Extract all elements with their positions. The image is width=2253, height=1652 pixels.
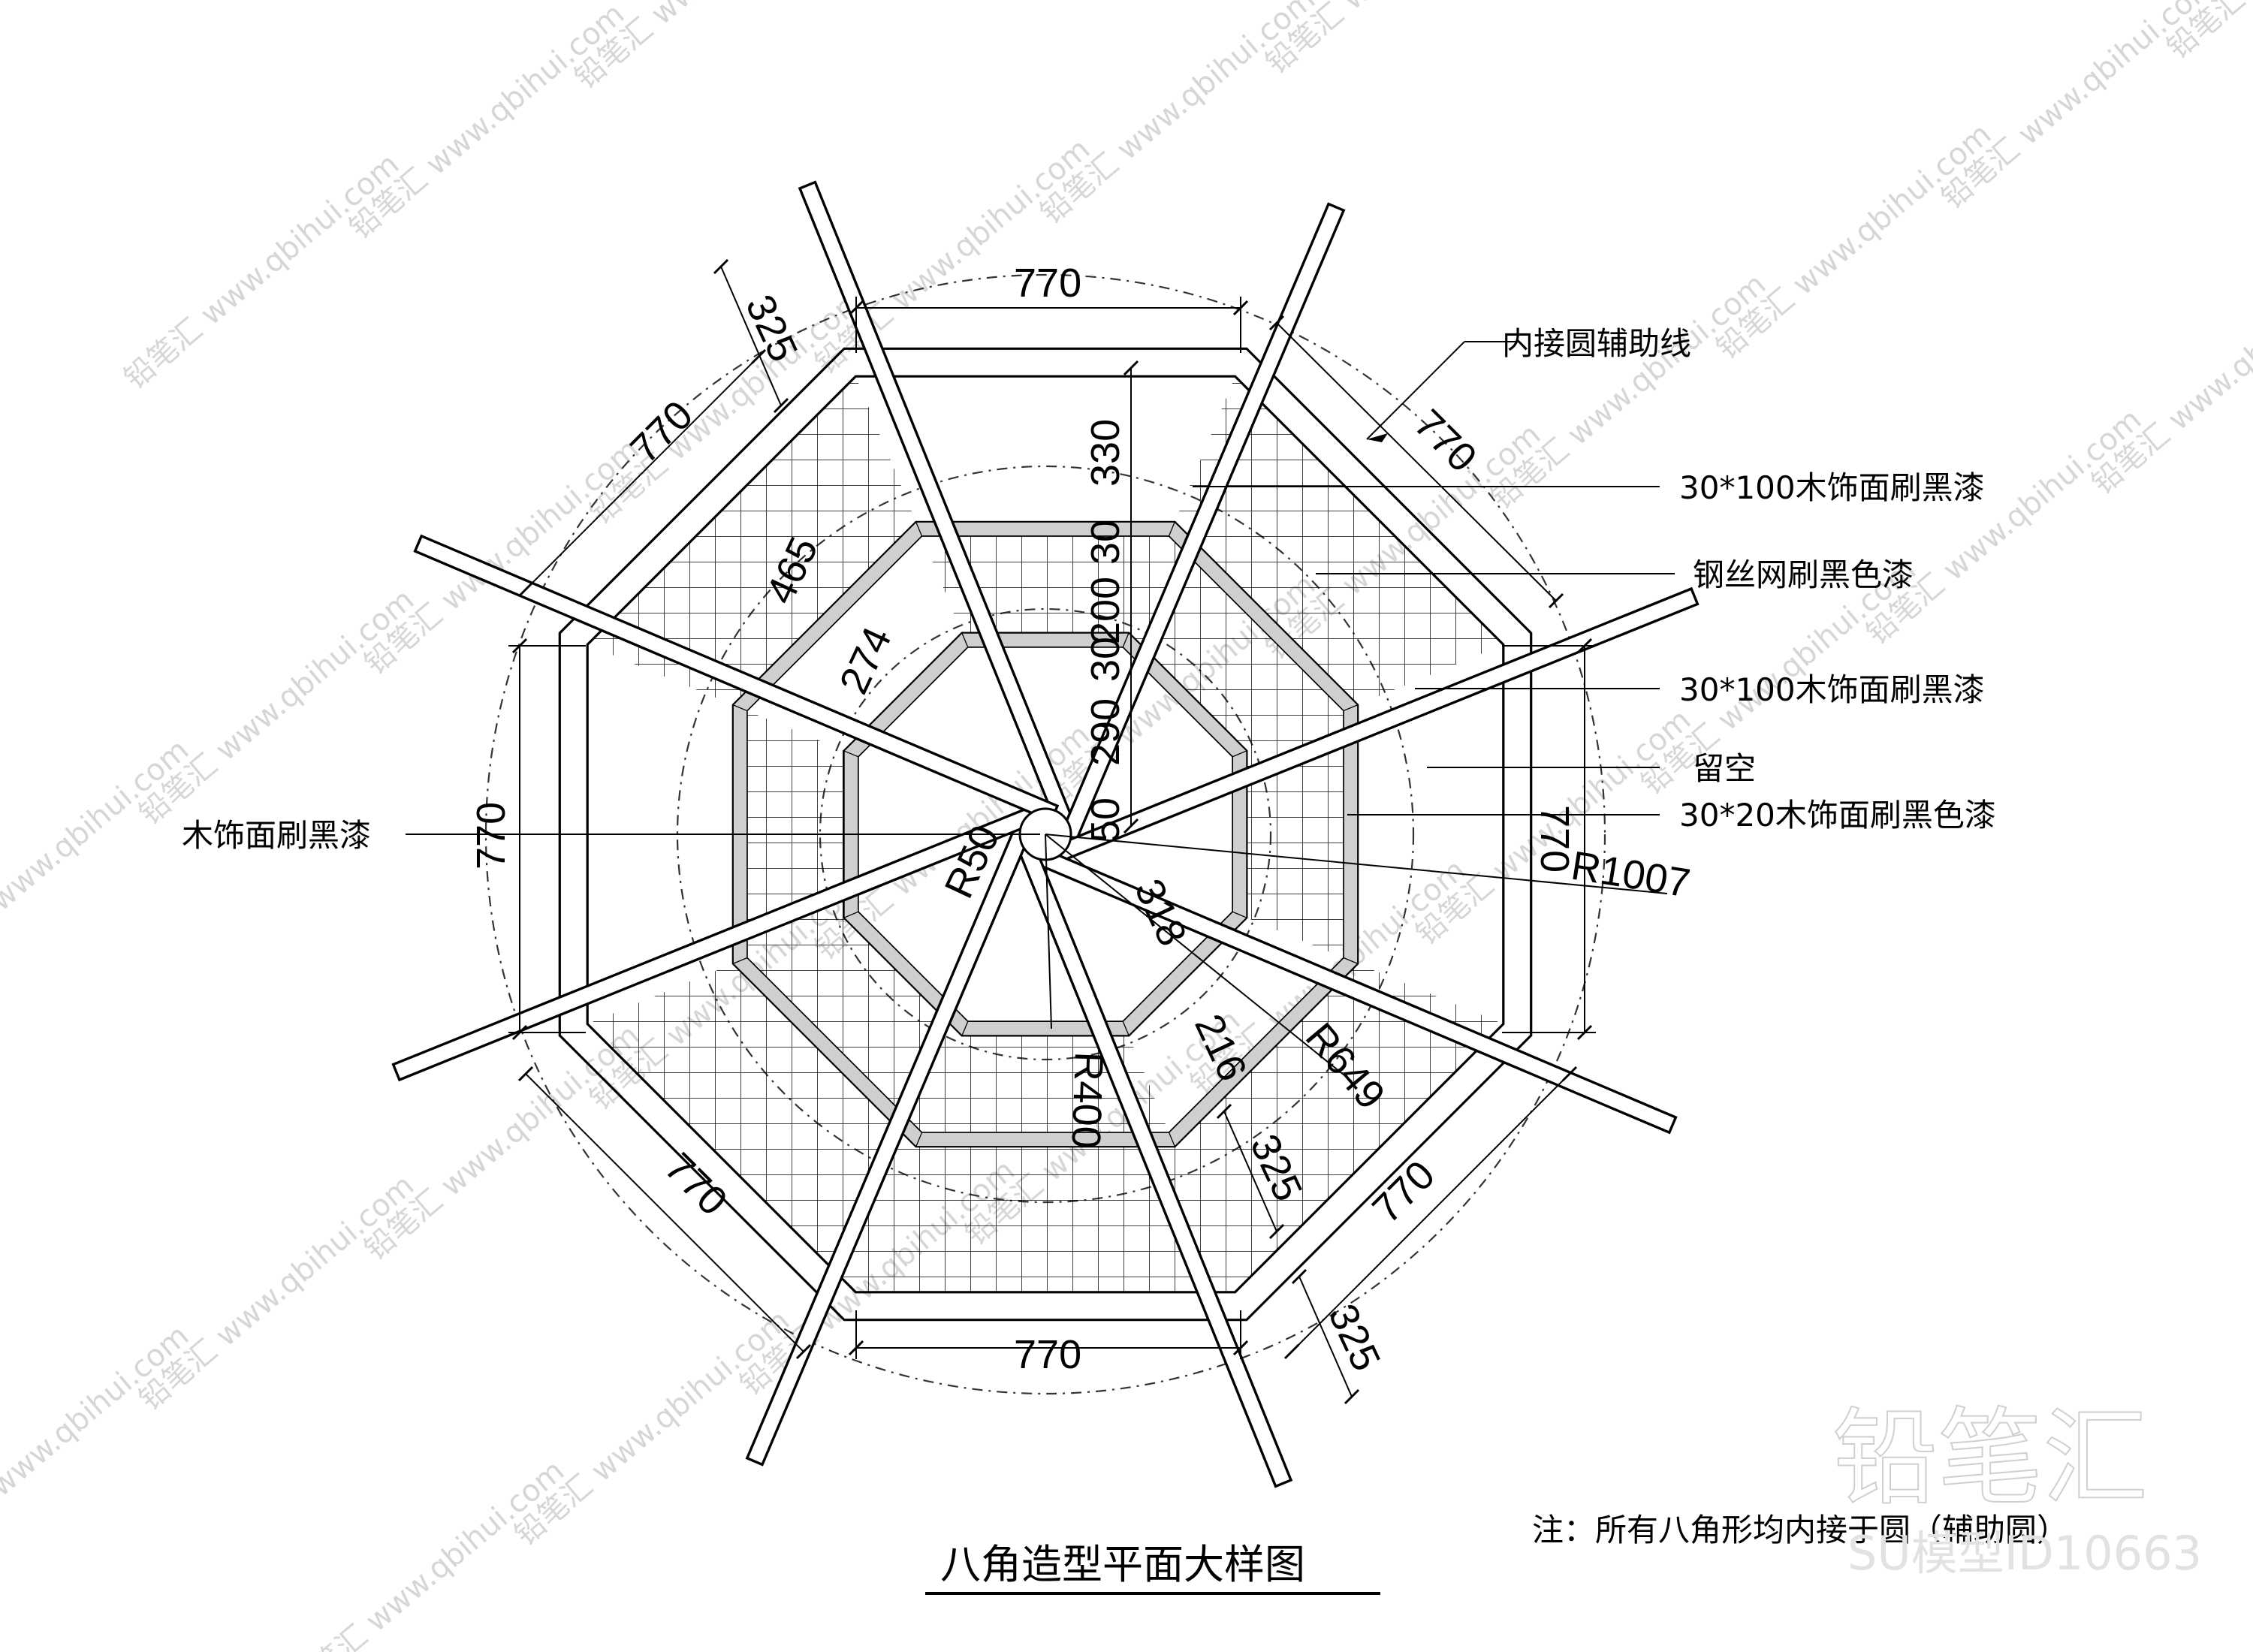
arrow-icon [1367,433,1388,442]
label-wood-30x100-top: 30*100木饰面刷黑漆 [1679,469,1985,506]
dim-tick [1344,1388,1360,1405]
dim-290: 290 [1083,698,1128,766]
octagon-geometry [391,180,1700,1488]
dim-318: 318 [1126,873,1195,953]
radius-line-r400 [1045,834,1052,1029]
dimline-overhang-ul [720,266,782,406]
dimline-overhang-lr-b [1298,1276,1353,1397]
watermark-text: 铅笔汇 www.qbihui.com [133,1168,421,1418]
label-mesh: 钢丝网刷黑色漆 [1693,556,1914,593]
dimline-ul [525,356,759,590]
dim-lr-side: 770 [1364,1152,1443,1231]
dim-274: 274 [831,620,900,701]
brand-watermark: 铅笔汇 SU模型ID10663 [1832,1397,2202,1581]
dim-50: 50 [1083,797,1128,843]
dimline-ll [525,1073,804,1352]
dimline-overhang-lr-a [1223,1111,1277,1232]
mesh-panel-outer [1175,376,1504,705]
dim-tick [1123,818,1139,834]
octagon-outer-inner-edge [586,375,1505,1294]
label-aux-circle: 内接圆辅助线 [1502,325,1691,362]
dim-30b: 30 [1083,637,1128,682]
dim-tick [1283,1343,1300,1360]
dim-bottom-side: 770 [1014,1332,1081,1377]
dim-tick [517,1066,534,1082]
watermark-text: 铅笔汇 www.qbihui.com [508,1304,796,1553]
watermark-text: 铅笔汇 www.qbihui.com [358,1018,646,1268]
dim-tick [1548,592,1564,609]
aux-circle-outer [484,273,1606,1395]
dim-tick [1291,1268,1307,1285]
dim-tick [713,258,729,275]
watermark-text: 铅笔汇 www.qbihui.com [118,147,406,396]
watermark-text: 铅笔汇 www.qbihui.com [1710,117,1998,366]
drawing-title: 八角造型平面大样图 [940,1541,1305,1588]
label-wood-30x100-mid: 30*100木饰面刷黑漆 [1679,671,1985,708]
dim-left-side: 770 [469,802,514,870]
radius-line-r649 [1045,834,1353,1082]
dimline-ur [1276,322,1557,601]
dim-overhang-lr-b: 325 [1320,1298,1389,1378]
drawing-note: 注：所有八角形均内接于圆（辅助圆） [1532,1512,2068,1548]
watermark-text: 铅笔汇 www.qbihui.com [809,132,1096,381]
dim-tick [1216,1103,1232,1120]
mesh-panel-outer [1175,963,1504,1292]
mesh-panel-outer [587,963,916,1292]
dim-right-side: 770 [1532,805,1577,873]
dim-tick [750,348,767,365]
watermark-text: 铅笔汇 www.qbihui.com [1034,0,1322,231]
mesh-panel-outer [587,376,916,705]
radius-line-r1007 [1045,834,1668,894]
watermark-text: 铅笔汇 www.qbihui.com [343,0,631,246]
dim-tick [773,397,789,414]
dim-tick [795,1343,812,1360]
dim-r400: R400 [1063,1051,1111,1150]
model-id: SU模型ID10663 [1847,1526,2202,1581]
dim-tick [517,581,534,598]
callouts: 内接圆辅助线 30*100木饰面刷黑漆 钢丝网刷黑色漆 30*100木饰面刷黑漆… [182,325,1996,854]
mesh-panel-outer [855,1146,1235,1292]
watermark-text: 铅笔汇 www.qbihui.com [283,1454,571,1652]
dim-200: 200 [1083,577,1128,644]
label-center-wood: 木饰面刷黑漆 [182,817,371,854]
watermark-text: 铅笔汇 www.qbihui.com [1860,402,2148,652]
watermark-text: 铅笔汇 www.qbihui.com [2086,252,2253,502]
dim-tick [1268,315,1285,331]
octagon-outer-edge [558,347,1533,1322]
dim-tick [1561,1066,1578,1082]
dim-top-side: 770 [1014,261,1081,306]
wood-band-30x20 [1343,704,1359,965]
dim-r1007: R1007 [1568,843,1694,906]
title-block: 八角造型平面大样图 注：所有八角形均内接于圆（辅助圆） [925,1512,2068,1595]
wood-band-inner [1232,750,1247,918]
label-void: 留空 [1693,750,1756,787]
label-wood-30x20: 30*20木饰面刷黑色漆 [1679,797,1996,834]
dimension-lines [508,258,1668,1405]
watermark-text: 铅笔汇 www.qbihui.com [133,583,421,832]
leader-aux-circle [1366,341,1517,440]
watermark-text: 铅笔汇 www.qbihui.com [0,733,195,982]
brand-logo: 铅笔汇 [1832,1397,2148,1520]
dimline-lr [1291,1073,1570,1352]
dim-tick [1268,1223,1285,1240]
dim-30a: 30 [1083,520,1128,565]
dim-tick [1123,360,1139,376]
dim-330: 330 [1083,419,1128,487]
watermark-text: 铅笔汇 www.qbihui.com [0,1319,195,1568]
